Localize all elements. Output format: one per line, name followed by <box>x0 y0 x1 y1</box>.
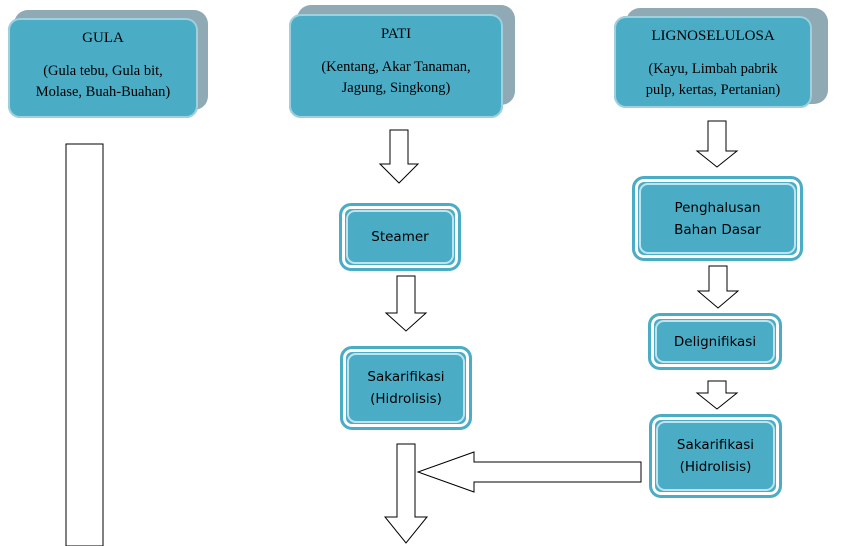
ligno-sakarifikasi-box: Sakarifikasi (Hidrolisis) <box>649 414 782 498</box>
pati-sakarifikasi-label-line1: Sakarifikasi <box>367 369 445 385</box>
gula-flow-bar <box>65 143 104 546</box>
delignifikasi-label: Delignifikasi <box>673 333 757 350</box>
pati-sakarifikasi-label-line2: (Hidrolisis) <box>370 391 442 407</box>
penghalusan-box: Penghalusan Bahan Dasar <box>632 176 803 261</box>
pati-desc-line2: Jagung, Singkong) <box>341 80 451 96</box>
penghalusan-label-line2: Bahan Dasar <box>674 221 761 238</box>
lignoselulosa-title: LIGNOSELULOSA <box>651 28 775 44</box>
arrow-delignifikasi-to-sakarifikasi <box>695 380 739 410</box>
penghalusan-label-line1: Penghalusan <box>674 199 761 216</box>
pati-desc-line1: (Kentang, Akar Tanaman, <box>321 59 471 75</box>
delignifikasi-box: Delignifikasi <box>648 313 782 370</box>
arrow-pati-to-steamer <box>378 129 420 184</box>
lignoselulosa-desc-line1: (Kayu, Limbah pabrik <box>648 61 778 77</box>
gula-desc-line1: (Gula tebu, Gula bit, <box>43 63 163 79</box>
steamer-box: Steamer <box>339 203 461 271</box>
gula-source-box: GULA (Gula tebu, Gula bit, Molase, Buah-… <box>8 18 198 118</box>
lignoselulosa-desc-line2: pulp, kertas, Pertanian) <box>645 82 781 98</box>
pati-title: PATI <box>380 26 412 42</box>
gula-desc-line2: Molase, Buah-Buahan) <box>35 84 171 100</box>
pati-sakarifikasi-box: Sakarifikasi (Hidrolisis) <box>340 346 472 430</box>
gula-title: GULA <box>82 30 124 46</box>
pati-source-box: PATI (Kentang, Akar Tanaman, Jagung, Sin… <box>289 14 503 118</box>
arrow-pati-sakarifikasi-down <box>383 443 429 544</box>
lignoselulosa-source-box: LIGNOSELULOSA (Kayu, Limbah pabrik pulp,… <box>614 16 812 108</box>
ligno-sakarifikasi-label-line2: (Hidrolisis) <box>679 459 752 475</box>
arrow-steamer-to-sakarifikasi <box>384 275 428 332</box>
arrow-penghalusan-to-delignifikasi <box>696 265 740 309</box>
steamer-label: Steamer <box>371 229 429 245</box>
ligno-sakarifikasi-label-line1: Sakarifikasi <box>676 437 755 453</box>
arrow-ligno-sakarifikasi-left <box>416 451 642 493</box>
arrow-ligno-to-penghalusan <box>695 120 739 168</box>
